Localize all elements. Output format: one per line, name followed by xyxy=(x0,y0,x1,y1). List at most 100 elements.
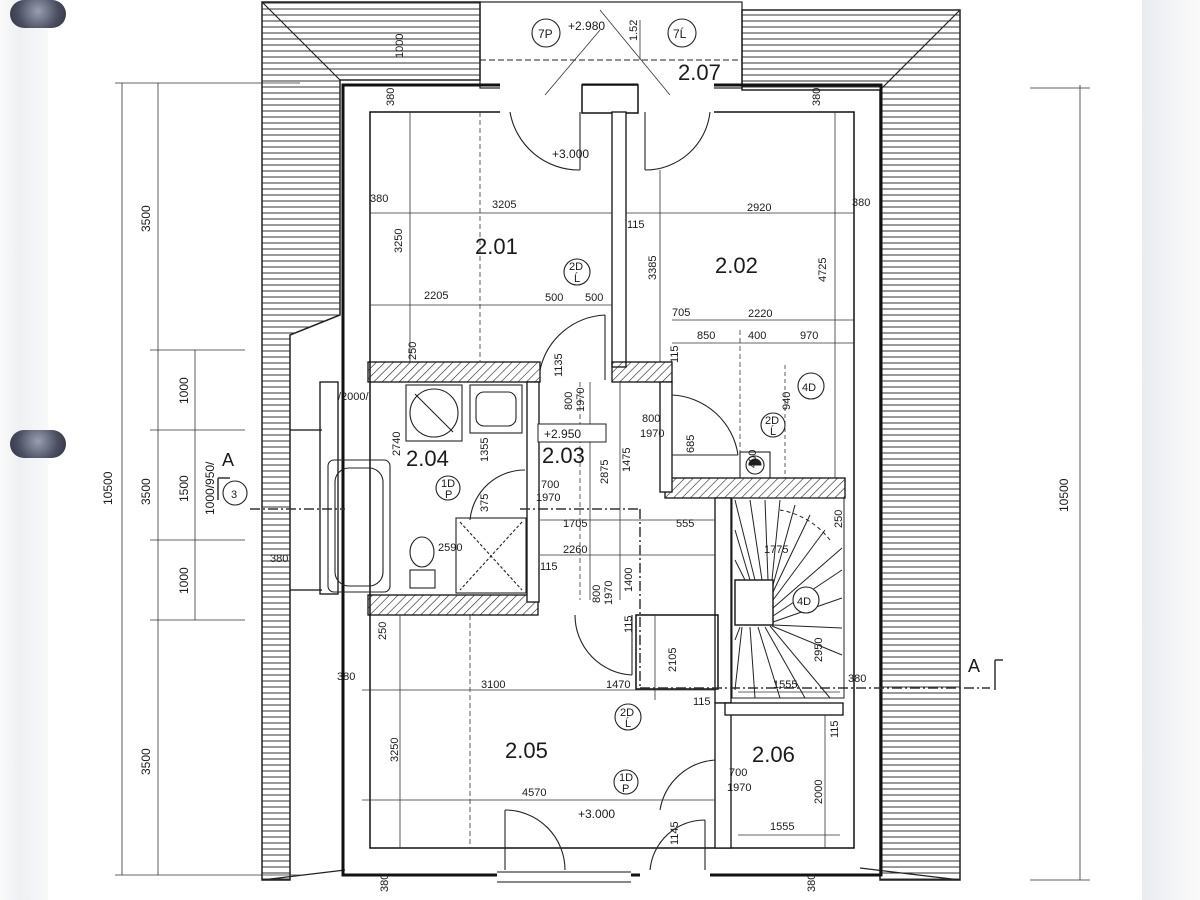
dimension-d1970-a: 1970 xyxy=(575,388,587,412)
dimension-d400: 400 xyxy=(748,330,766,342)
tag-2d-202: 2D xyxy=(765,415,779,427)
grid-axis-3: 3 xyxy=(231,489,237,501)
washing-machine xyxy=(405,384,463,442)
dimension-d700-b: 700 xyxy=(729,767,747,779)
dimension-d1135: 1135 xyxy=(553,353,565,377)
dimension-d970: 970 xyxy=(800,330,818,342)
dimension-d3250-a: 3250 xyxy=(393,229,405,253)
room-label-2-03: 2.03 xyxy=(542,443,585,468)
dimension-d2920: 2920 xyxy=(747,202,771,214)
dimension-d1970-b: 1970 xyxy=(640,428,664,440)
room-label-2-07: 2.07 xyxy=(678,60,721,85)
dimension-d115-e: 115 xyxy=(693,696,711,708)
dimension-d800-b: 800 xyxy=(642,413,660,425)
dimension-d250-a: 250 xyxy=(407,342,419,360)
dimension-d2220: 2220 xyxy=(748,308,772,320)
binder-ring-top xyxy=(10,0,66,28)
dimension-ext-10500-l: 10500 xyxy=(101,471,115,505)
door-swings xyxy=(469,111,739,871)
dimension-d1970-e: 1970 xyxy=(727,782,751,794)
level-mark-balcony: +3.000 xyxy=(552,147,589,161)
tag-2d-205-sub: Ĺ xyxy=(625,717,631,730)
dimension-d1400: 1400 xyxy=(623,568,635,592)
dimension-d2000: /2000/ xyxy=(338,391,370,403)
dimension-ext-1000950: 1000/950/ xyxy=(203,461,217,515)
dimension-d1555-b: 1555 xyxy=(770,821,794,833)
dimension-d250-b: 250 xyxy=(833,510,845,528)
dimension-d2875: 2875 xyxy=(599,460,611,484)
dimension-d800-a: 800 xyxy=(563,392,575,410)
dimension-ext-1000-b: 1000 xyxy=(177,567,191,594)
dimension-d380-bl: 380 xyxy=(379,874,391,892)
dimension-d850: 850 xyxy=(697,330,715,342)
dimension-d1470: 1470 xyxy=(606,679,630,691)
dimension-ext-1000-a: 1000 xyxy=(177,377,191,404)
tag-2d-201: 2D xyxy=(569,261,583,273)
sanitary-fixtures xyxy=(327,384,771,594)
outer-walls xyxy=(341,80,883,898)
dimension-labels: 380 380 380 3205 115 2920 380 2205 500 5… xyxy=(270,20,870,833)
dimension-d3100: 3100 xyxy=(481,679,505,691)
dimension-d380-l2: 380 xyxy=(270,553,288,565)
washbasin xyxy=(469,384,523,434)
tag-7l: 7Ĺ xyxy=(673,26,687,41)
dimension-d1970-d: 1970 xyxy=(603,581,615,605)
dimension-lines xyxy=(115,9,1090,881)
dimension-d1475: 1475 xyxy=(621,448,633,472)
tag-7p: 7P xyxy=(538,27,553,41)
dimension-d4725: 4725 xyxy=(817,258,829,282)
dimension-d3385: 3385 xyxy=(647,256,659,280)
dimension-d380-l3: 380 xyxy=(337,671,355,683)
dimension-top-152: 1.52 xyxy=(628,20,640,41)
level-mark-hall: +2.950 xyxy=(544,427,581,441)
tag-1d-204-sub: P xyxy=(445,489,452,501)
dimension-d2105: 2105 xyxy=(667,648,679,672)
tag-2d-202-sub: Ĺ xyxy=(770,425,776,438)
dimension-d380-l1: 380 xyxy=(370,193,388,205)
dimension-d380-tr: 380 xyxy=(811,88,823,106)
dimension-d2740: 2740 xyxy=(391,432,403,456)
dimension-d1970-c: 1970 xyxy=(536,492,560,504)
room-label-2-05: 2.05 xyxy=(505,738,548,763)
dimension-d1145: 1145 xyxy=(669,821,681,845)
dimension-d2590: 2590 xyxy=(438,542,462,554)
tag-4d-b: 4D xyxy=(797,596,811,608)
section-mark-right: A xyxy=(968,656,980,676)
dimension-d380-r2: 380 xyxy=(848,673,866,685)
dimension-d380-r1: 380 xyxy=(852,197,870,209)
dimension-d400-b: 400 xyxy=(747,450,759,468)
dimension-d940: 940 xyxy=(781,392,793,410)
roof-slopes xyxy=(261,1,961,881)
dimension-d375: 375 xyxy=(479,494,491,512)
dimension-d115-c: 115 xyxy=(540,561,558,573)
dimension-d380-tl: 380 xyxy=(385,88,397,106)
tag-1d-205-sub: P xyxy=(622,783,629,795)
staircase xyxy=(731,497,845,699)
section-mark-left: A xyxy=(222,450,234,470)
dimension-d3205: 3205 xyxy=(492,199,516,211)
dimension-d500-a: 500 xyxy=(545,292,563,304)
level-box-hall xyxy=(537,423,607,443)
dimension-d500-b: 500 xyxy=(585,292,603,304)
dimension-ext-3500-b: 3500 xyxy=(139,478,153,505)
tag-1d-205: 1D xyxy=(619,772,633,784)
tag-2d-201-sub: Ĺ xyxy=(574,272,580,285)
tag-1d-204: 1D xyxy=(441,478,455,490)
room-label-2-02: 2.02 xyxy=(715,253,758,278)
dimension-ext-1500: 1500 xyxy=(177,475,191,502)
dimension-d115-f: 115 xyxy=(829,720,841,738)
element-tags xyxy=(222,18,825,795)
dimension-d250-c: 250 xyxy=(377,622,389,640)
toilet xyxy=(409,536,435,568)
dimension-d115-b: 115 xyxy=(669,345,681,363)
shower xyxy=(455,517,527,594)
dimension-d1705: 1705 xyxy=(563,518,587,530)
dimension-d115-a: 115 xyxy=(627,219,645,231)
room-label-2-06: 2.06 xyxy=(752,742,795,767)
binder-ring-middle xyxy=(10,430,66,458)
dimension-d1555-a: 1555 xyxy=(773,679,797,691)
dimension-d4570: 4570 xyxy=(522,787,546,799)
dimension-top-1000: 1000 xyxy=(394,34,406,58)
